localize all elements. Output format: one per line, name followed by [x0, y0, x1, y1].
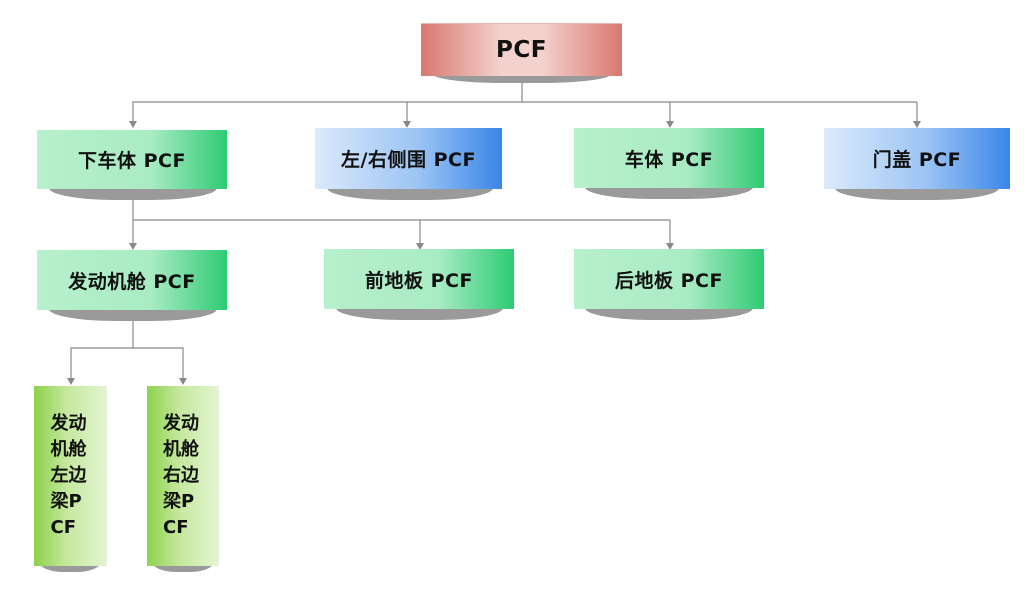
node-shadow: [153, 563, 213, 572]
node-rear-floor: 后地板 PCF: [574, 249, 764, 309]
node-label: 发动机舱左边梁PCF: [50, 413, 87, 538]
connector-level2-to-level3: [70, 318, 134, 384]
node-side-panels: 左/右侧围 PCF: [315, 128, 502, 189]
node-shadow: [49, 309, 217, 321]
node-body: 车体 PCF: [574, 128, 764, 188]
node-shadow: [835, 188, 999, 200]
node-front-floor: 前地板 PCF: [324, 249, 514, 309]
node-underbody: 下车体 PCF: [37, 130, 227, 189]
node-engine-compartment: 发动机舱 PCF: [37, 250, 227, 310]
node-label: 门盖 PCF: [872, 149, 962, 171]
root-node: PCF: [421, 23, 622, 76]
node-label: 下车体 PCF: [78, 150, 186, 172]
node-doors: 门盖 PCF: [824, 128, 1010, 189]
root-label: PCF: [496, 37, 547, 63]
node-shadow: [336, 308, 503, 320]
connector-root-to-level1: [132, 80, 523, 127]
node-label: 后地板 PCF: [615, 269, 723, 292]
root-shadow: [433, 74, 611, 83]
node-label: 左/右侧围 PCF: [341, 149, 476, 171]
node-label: 前地板 PCF: [365, 269, 473, 292]
node-shadow: [327, 188, 493, 200]
node-engine-right-rail: 发动机舱右边梁PCF: [147, 386, 219, 566]
node-label: 车体 PCF: [624, 148, 714, 171]
node-shadow: [585, 187, 753, 199]
node-engine-left-rail: 发动机舱左边梁PCF: [34, 386, 107, 566]
node-shadow: [40, 563, 100, 572]
node-shadow: [585, 308, 753, 320]
node-label: 发动机舱右边梁PCF: [163, 413, 199, 538]
node-label: 发动机舱 PCF: [68, 270, 196, 293]
node-shadow: [49, 188, 217, 200]
